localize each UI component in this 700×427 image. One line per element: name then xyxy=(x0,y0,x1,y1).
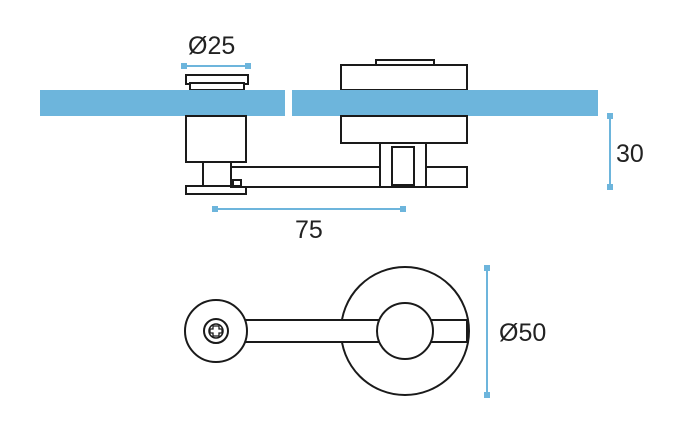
small-fitting-top xyxy=(185,74,249,91)
small-fitting-body xyxy=(185,115,247,195)
screw-icon xyxy=(209,325,223,337)
small-diameter-label: Ø25 xyxy=(188,32,235,60)
dimension-span: 75 xyxy=(212,206,406,244)
span-label: 75 xyxy=(295,216,323,244)
height-label: 30 xyxy=(616,140,644,168)
small-disc xyxy=(184,299,248,363)
dimension-large-diameter: Ø50 xyxy=(484,265,546,398)
pin-circle xyxy=(376,302,434,360)
glass-panel-left xyxy=(40,90,285,116)
glass-panel-right xyxy=(292,90,598,116)
large-clamp-top xyxy=(340,59,468,91)
connecting-arm xyxy=(230,166,468,188)
side-view: Ø25 xyxy=(40,32,644,244)
dimension-height: 30 xyxy=(607,113,644,190)
large-clamp-body xyxy=(340,115,468,188)
dimension-small-diameter: Ø25 xyxy=(181,32,251,69)
top-view: Ø50 xyxy=(184,265,546,398)
large-diameter-label: Ø50 xyxy=(499,319,546,347)
